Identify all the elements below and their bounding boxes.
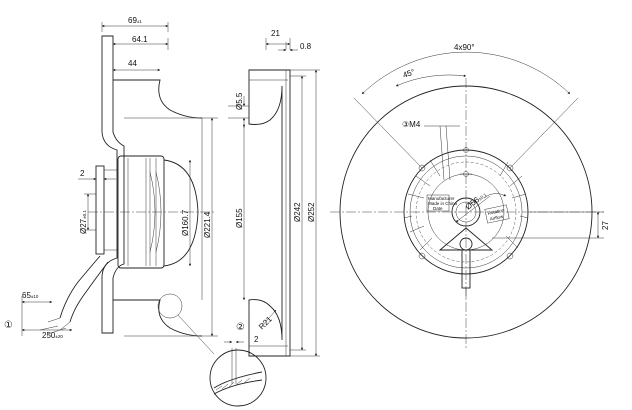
rotation-line-2: Airflow [489,214,504,222]
side-view: 69±1 64.1 44 2 Ø27±0.1 Ø160.7 Ø221.4 [4,16,218,355]
dim-offset: 27 [601,221,610,230]
backplate-outline [101,35,125,334]
hub-stub [95,165,105,255]
dim-thread: ③M4 [402,120,421,129]
lower-shroud [113,299,203,337]
dim-strip-length: 65±10 [22,291,39,300]
detail-gap: 2 [254,335,259,344]
name-label [426,194,450,212]
callout-2: ② [236,322,245,333]
dim-depth-44: 44 [128,59,137,68]
upper-shroud [113,79,203,119]
dim-pattern: 4x90° [454,43,475,52]
dim-ring-inner: Ø155 [235,208,244,228]
upper-impeller-edge [124,117,203,300]
dim-depth-64: 64.1 [132,35,148,44]
ring-profile [248,69,291,357]
dim-angle: 45° [402,67,416,80]
front-view: 4x90° 45° ③M4 Manufacturer Made in China… [330,43,610,348]
dim-hub-dia: Ø27±0.1 [79,210,88,234]
detail-circle [209,349,267,407]
dim-ring-width: 21 [271,29,280,38]
dim-ring-outer: Ø252 [307,202,316,222]
dim-ring-mid: Ø242 [293,202,302,222]
detail-circle-mark [157,293,183,319]
dim-ring-radius: R21 [257,314,274,331]
dim-gap-2: 2 [80,169,85,178]
dim-hole-dia: Ø5.5 [235,92,244,110]
cable [59,255,101,319]
rotation-line-1: Rotation [487,207,505,215]
angle-arc [395,74,467,87]
dim-overall-depth: 69±1 [128,16,142,25]
rotation-label [484,204,510,224]
pattern-arc [361,51,571,95]
label-line-1: Manufacturer [428,196,455,201]
dim-bore: Ø56±0.1 [464,189,489,211]
ring-view: 21 0.8 Ø5.5 Ø155 Ø242 Ø252 R21 [228,29,320,357]
detail-view: 2 ② [209,322,267,407]
dim-inlet-dia: Ø221.4 [203,211,212,238]
dim-ring-thickness: 0.8 [300,42,312,51]
label-line-2: Made in China [428,201,458,206]
dim-motor-dia: Ø160.7 [181,209,190,236]
label-line-3: Date [433,206,443,211]
callout-1: ① [4,320,13,331]
dim-cable-length: 250±20 [42,331,63,340]
